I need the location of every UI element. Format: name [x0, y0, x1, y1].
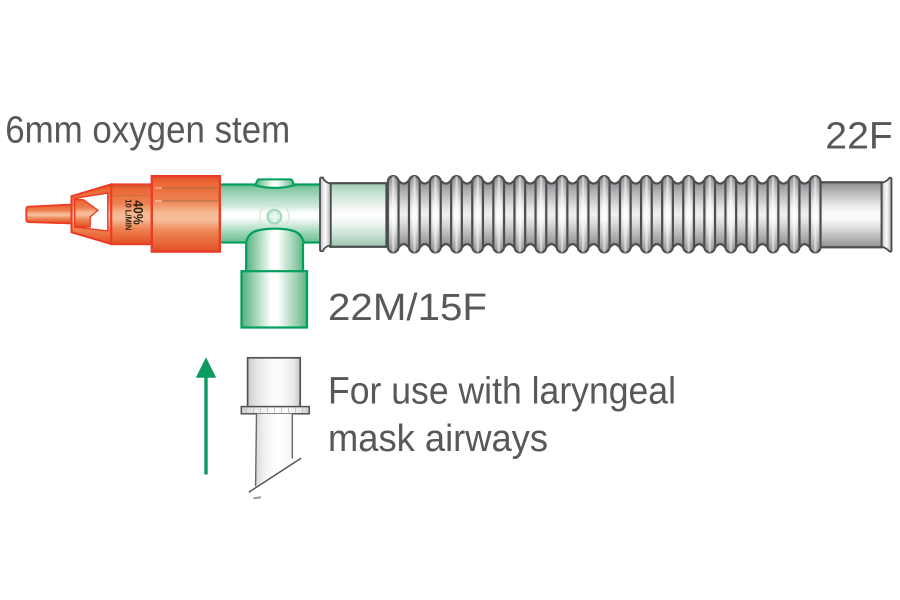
- svg-text:mask airways: mask airways: [328, 418, 548, 460]
- svg-text:6mm oxygen stem: 6mm oxygen stem: [5, 109, 290, 151]
- svg-text:40%: 40%: [131, 200, 147, 225]
- svg-text:22M/15F: 22M/15F: [328, 287, 487, 329]
- svg-text:10 L/MIN: 10 L/MIN: [123, 199, 133, 230]
- svg-text:22F: 22F: [825, 116, 893, 158]
- svg-text:For use with laryngeal: For use with laryngeal: [328, 370, 676, 412]
